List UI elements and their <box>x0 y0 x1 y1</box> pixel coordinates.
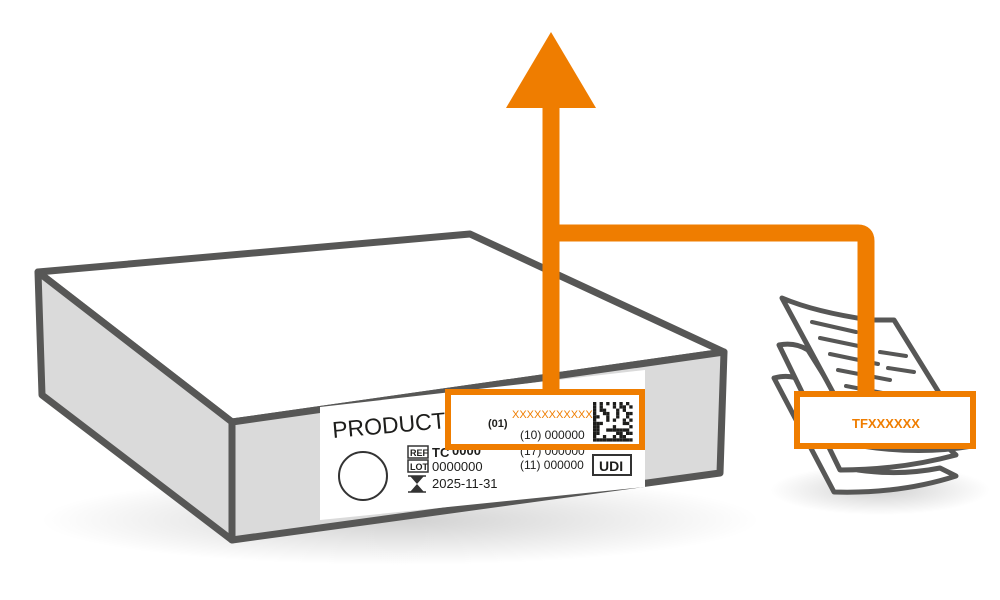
datamatrix-module <box>602 408 607 412</box>
label-content: PRODUCT REF TC 0000 LOT 0000000 2025-11-… <box>331 402 633 501</box>
datamatrix-module <box>622 405 626 409</box>
datamatrix-module <box>629 418 633 422</box>
arrow-head <box>506 32 596 108</box>
ai10-line: (10) 000000 <box>520 428 585 442</box>
datamatrix-module <box>593 431 597 435</box>
datamatrix-module <box>596 438 600 442</box>
datamatrix-module <box>609 438 613 442</box>
datamatrix-module <box>616 428 620 432</box>
datamatrix-module <box>596 428 600 432</box>
datamatrix-module <box>619 431 623 435</box>
ref-symbol-frame <box>407 445 429 459</box>
datamatrix-module <box>619 402 623 406</box>
datamatrix-module <box>609 428 613 432</box>
datamatrix-module <box>616 431 620 435</box>
gtin-value: XXXXXXXXXXX <box>512 409 593 421</box>
datamatrix-module <box>626 415 630 419</box>
document-highlight-box <box>794 391 976 449</box>
datamatrix-module <box>612 438 617 442</box>
datamatrix-module <box>596 431 600 435</box>
datamatrix-module <box>626 438 630 442</box>
datamatrix-module <box>626 428 630 432</box>
datamatrix-module <box>612 425 617 429</box>
datamatrix-module <box>599 421 603 426</box>
datamatrix-module <box>606 428 610 432</box>
gtin-prefix: (01) <box>488 418 508 430</box>
datamatrix-module <box>593 418 597 422</box>
datamatrix-module <box>599 402 603 406</box>
ref-symbol: REF <box>410 448 429 458</box>
datamatrix-module <box>606 418 610 422</box>
datamatrix-module <box>593 438 597 442</box>
datamatrix-module <box>593 421 597 426</box>
datamatrix-module <box>612 402 617 406</box>
datamatrix-module <box>629 431 633 435</box>
datamatrix-module <box>616 408 620 412</box>
datamatrix-module <box>626 402 630 406</box>
datamatrix-module <box>593 428 597 432</box>
datamatrix-module <box>619 405 623 409</box>
udi-badge: UDI <box>599 458 623 474</box>
datamatrix-icon <box>593 402 633 442</box>
datamatrix-module <box>622 408 626 412</box>
lot-symbol-frame <box>407 459 429 473</box>
datamatrix-module <box>616 411 620 416</box>
datamatrix-module <box>626 431 630 435</box>
datamatrix-module <box>616 438 620 442</box>
document-code: TFXXXXXX <box>852 416 920 431</box>
datamatrix-module <box>626 421 630 426</box>
datamatrix-module <box>593 425 597 429</box>
datamatrix-module <box>612 418 617 422</box>
datamatrix-module <box>606 438 610 442</box>
lot-value: 0000000 <box>432 459 483 474</box>
datamatrix-module <box>629 405 633 409</box>
connector <box>542 106 875 392</box>
datamatrix-module <box>606 415 610 419</box>
datamatrix-module <box>622 438 626 442</box>
datamatrix-module <box>619 438 623 442</box>
datamatrix-module <box>616 415 620 419</box>
datamatrix-module <box>629 425 633 429</box>
datamatrix-module <box>622 428 626 432</box>
datamatrix-module <box>619 435 623 439</box>
datamatrix-module <box>599 405 603 409</box>
datamatrix-module <box>599 438 603 442</box>
datamatrix-module <box>612 405 617 409</box>
datamatrix-module <box>622 421 626 426</box>
datamatrix-module <box>593 415 597 419</box>
datamatrix-module <box>622 435 626 439</box>
datamatrix-module <box>593 408 597 412</box>
datamatrix-module <box>626 411 630 416</box>
datamatrix-module <box>602 435 607 439</box>
datamatrix-module <box>602 411 607 416</box>
datamatrix-module <box>593 402 597 406</box>
datamatrix-module <box>596 421 600 426</box>
ai11-line: (11) 000000 <box>520 458 584 472</box>
expiry-value: 2025-11-31 <box>432 476 498 491</box>
datamatrix-module <box>602 438 607 442</box>
datamatrix-module <box>606 411 610 416</box>
datamatrix-module <box>599 408 603 412</box>
hourglass-icon <box>408 475 426 493</box>
datamatrix-module <box>622 418 626 422</box>
datamatrix-module <box>593 411 597 416</box>
datamatrix-module <box>629 411 633 416</box>
label-blank-circle <box>338 451 388 501</box>
datamatrix-module <box>593 435 597 439</box>
datamatrix-module <box>612 435 617 439</box>
datamatrix-module <box>612 428 617 432</box>
datamatrix-module <box>596 425 600 429</box>
datamatrix-module <box>606 402 610 406</box>
datamatrix-module <box>619 428 623 432</box>
datamatrix-module <box>596 415 600 419</box>
connector-line <box>551 224 875 392</box>
lot-symbol: LOT <box>410 462 428 472</box>
datamatrix-module <box>629 438 633 442</box>
udi-badge-frame <box>592 454 632 476</box>
datamatrix-module <box>593 405 597 409</box>
